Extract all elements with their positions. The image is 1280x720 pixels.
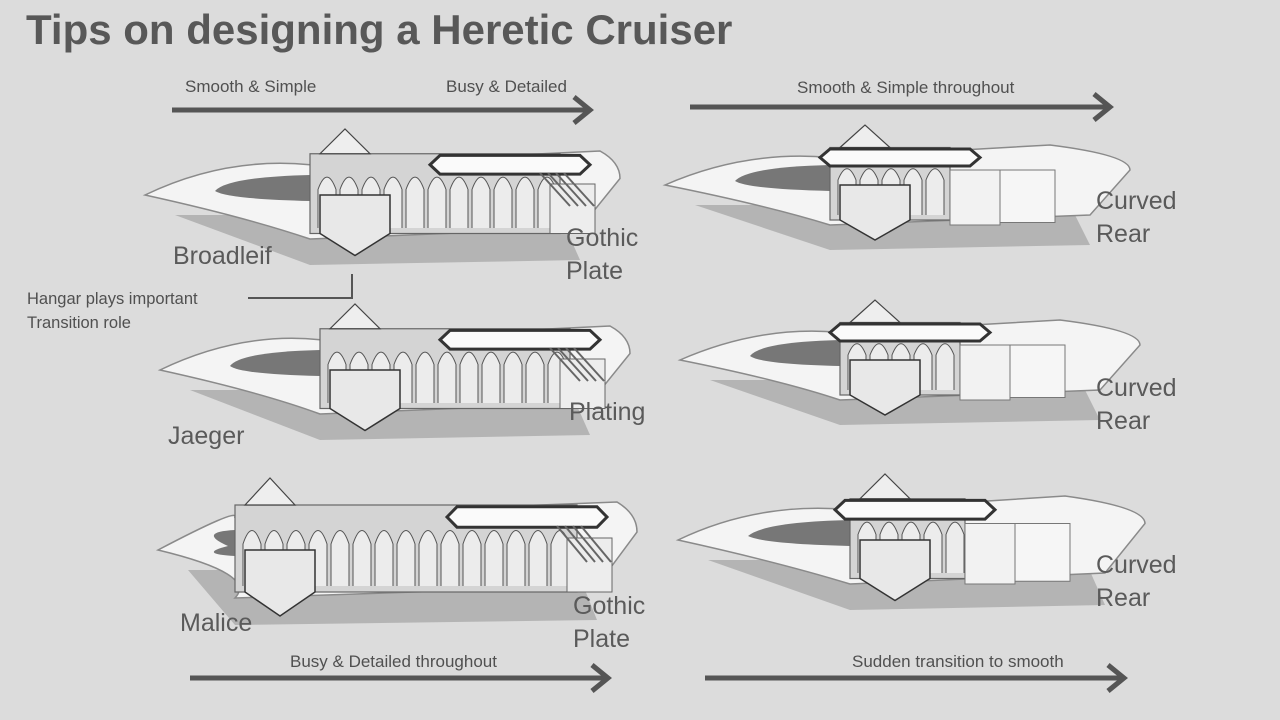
label-line: Curved (1096, 551, 1177, 579)
label-line: Curved (1096, 374, 1177, 402)
hangar-note: Hangar plays important Transition role (27, 287, 198, 335)
label-line: Rear (1096, 584, 1151, 612)
arrowhead (1092, 92, 1114, 122)
ship-broadleif (142, 128, 621, 265)
label-curved-rear-1: Curved Rear (1096, 185, 1177, 251)
label-gothic-plate-1: Gothic Plate (566, 222, 638, 288)
label-line: Curved (1096, 187, 1177, 215)
label-curved-rear-2: Curved Rear (1096, 372, 1177, 438)
arrow-label-busy-throughout: Busy & Detailed throughout (290, 652, 497, 671)
label-broadleif: Broadleif (173, 242, 272, 270)
ship-curved-rear-3 (675, 473, 1146, 610)
arrow-label-busy-detailed: Busy & Detailed (446, 77, 567, 96)
label-jaeger: Jaeger (168, 422, 245, 450)
ship-malice (155, 477, 638, 625)
arrow-label-smooth-simple: Smooth & Simple (185, 77, 317, 96)
label-line: Gothic (566, 224, 639, 252)
arrowhead (572, 95, 594, 125)
label-curved-rear-3: Curved Rear (1096, 549, 1177, 615)
label-plating: Plating (569, 398, 646, 426)
ship-jaeger (157, 303, 631, 440)
note-line: Transition role (27, 314, 131, 332)
page-title: Tips on designing a Heretic Cruiser (26, 6, 733, 53)
label-line: Rear (1096, 407, 1151, 435)
arrow-label-smooth-throughout: Smooth & Simple throughout (797, 78, 1015, 97)
arrowhead (590, 663, 612, 693)
arrow-label-sudden-transition: Sudden transition to smooth (852, 652, 1064, 671)
arrowhead (1106, 663, 1128, 693)
note-line: Hangar plays important (27, 290, 198, 308)
label-line: Gothic (573, 592, 646, 620)
label-line: Rear (1096, 220, 1151, 248)
ship-curved-rear-1 (662, 124, 1131, 250)
label-line: Plate (573, 625, 630, 653)
label-malice: Malice (180, 609, 253, 637)
label-line: Plate (566, 257, 623, 285)
label-gothic-plate-2: Gothic Plate (573, 590, 645, 656)
hangar-connector-line (248, 274, 353, 299)
ship-curved-rear-2 (677, 299, 1141, 425)
